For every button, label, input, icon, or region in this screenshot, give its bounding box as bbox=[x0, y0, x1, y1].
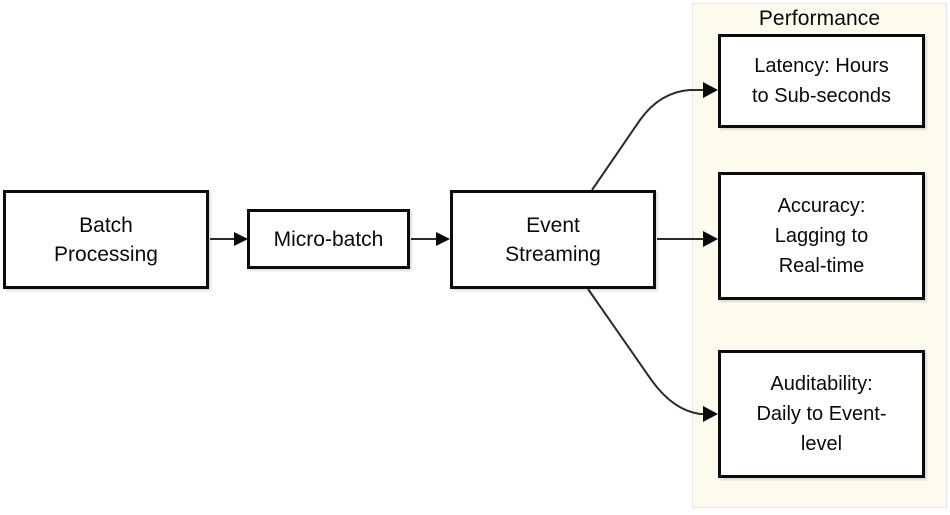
node-accuracy-outcome-label: Accuracy: Lagging to Real-time bbox=[774, 195, 869, 277]
node-accuracy-outcome[interactable]: Accuracy: Lagging to Real-time bbox=[718, 172, 925, 300]
node-event-streaming-label: Event Streaming bbox=[505, 213, 601, 266]
node-micro-batch-label: Micro-batch bbox=[273, 227, 384, 251]
node-latency-outcome[interactable]: Latency: Hours to Sub-seconds bbox=[718, 34, 925, 128]
connector-batch-to-micro bbox=[210, 232, 248, 246]
node-event-streaming[interactable]: Event Streaming bbox=[450, 190, 656, 289]
node-batch-processing[interactable]: Batch Processing bbox=[3, 190, 209, 289]
node-auditability-outcome-label: Auditability: Daily to Event- level bbox=[756, 373, 887, 455]
node-auditability-outcome[interactable]: Auditability: Daily to Event- level bbox=[718, 350, 925, 478]
node-batch-processing-label: Batch Processing bbox=[54, 213, 158, 266]
connector-micro-to-event bbox=[411, 232, 450, 246]
node-micro-batch[interactable]: Micro-batch bbox=[247, 209, 410, 269]
node-latency-outcome-label: Latency: Hours to Sub-seconds bbox=[752, 55, 891, 107]
performance-group-label: Performance bbox=[758, 7, 881, 30]
